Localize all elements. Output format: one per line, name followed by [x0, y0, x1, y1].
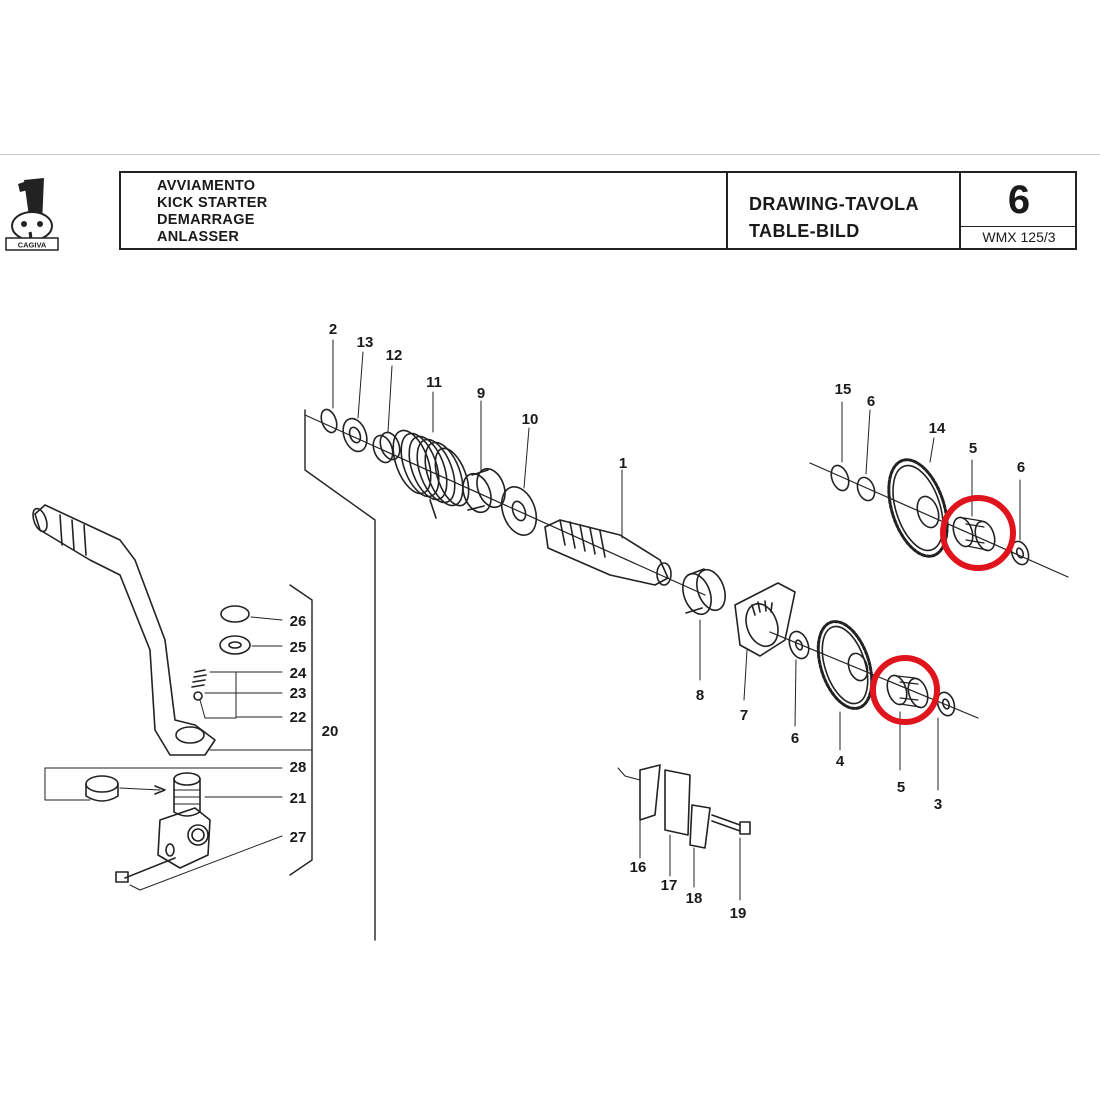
group-bracket-left	[304, 409, 376, 941]
circlip-part-15	[830, 401, 850, 492]
label-part-8: 8	[696, 687, 704, 704]
label-part-10: 10	[522, 411, 539, 428]
highlight-circle-upper	[940, 495, 1016, 571]
label-part-25: 25	[290, 639, 307, 656]
washer-part-13	[342, 351, 368, 453]
label-part-9: 9	[477, 385, 485, 402]
gear-part-4	[816, 620, 874, 751]
label-part-6-upper: 6	[867, 393, 875, 410]
label-part-26: 26	[290, 613, 307, 630]
label-part-18: 18	[686, 890, 703, 907]
washer-part-3	[936, 691, 956, 791]
gear-part-14	[887, 437, 949, 558]
screw-part-19	[711, 814, 751, 901]
elephant-logo-icon: CAGIVA	[5, 178, 59, 251]
label-part-21: 21	[290, 790, 307, 807]
group-bracket-20	[289, 584, 313, 876]
label-part-20: 20	[322, 723, 339, 740]
label-part-19: 19	[730, 905, 747, 922]
label-part-5-upper: 5	[969, 440, 977, 457]
logo-wordmark: CAGIVA	[18, 241, 47, 250]
needle-bearing-part-5-upper	[952, 459, 996, 552]
title-german: ANLASSER	[157, 229, 240, 245]
cagiva-logo: CAGIVA	[4, 176, 60, 252]
label-part-2: 2	[329, 321, 337, 338]
needle-bearing-part-5-lower	[886, 674, 929, 771]
clamp-part-27	[115, 807, 283, 891]
spring-part-11	[392, 391, 470, 519]
label-part-17: 17	[661, 877, 678, 894]
label-part-7: 7	[740, 707, 748, 724]
ring-part-8	[682, 568, 726, 681]
detent-part-22	[199, 671, 283, 719]
title-divider	[726, 173, 728, 248]
label-part-23: 23	[290, 685, 307, 702]
label-part-11: 11	[426, 374, 442, 391]
boss-part-21	[173, 772, 283, 817]
washer-part-25	[219, 635, 283, 655]
shaft-part-1	[544, 469, 672, 586]
label-part-22: 22	[290, 709, 307, 726]
kick-lever	[32, 504, 216, 756]
ratchet-part-7	[734, 582, 796, 701]
label-part-3: 3	[934, 796, 942, 813]
plate-part-16	[617, 764, 661, 859]
label-part-1: 1	[619, 455, 627, 472]
label-part-6-right: 6	[1017, 459, 1025, 476]
drawing-label-line-2: TABLE-BILD	[749, 221, 860, 241]
label-part-5-lower: 5	[897, 779, 905, 796]
label-part-14: 14	[929, 420, 946, 437]
label-part-13: 13	[357, 334, 374, 351]
exploded-parts-diagram: 2 13 12 11 9 10 1 15 6 14 5 6 8 7 6 4 5 …	[32, 321, 1069, 941]
title-italian: AVVIAMENTO	[157, 178, 256, 194]
label-part-4: 4	[836, 753, 845, 770]
label-part-16: 16	[630, 859, 647, 876]
plate-part-18	[689, 804, 711, 888]
washer-part-6-lower	[788, 630, 810, 727]
guide-part-9	[462, 400, 506, 514]
top-divider	[0, 154, 1100, 155]
circlip-part-2	[320, 339, 338, 434]
model-code: WMX 125/3	[982, 229, 1056, 245]
title-french: DEMARRAGE	[157, 212, 255, 228]
spring-part-24	[191, 669, 283, 688]
label-part-24: 24	[290, 665, 307, 682]
main-axis-line	[304, 414, 706, 596]
circlip-part-26	[220, 605, 283, 623]
bush-part-12	[372, 365, 401, 464]
bush-part-28	[44, 767, 283, 802]
label-part-27: 27	[290, 829, 307, 846]
highlight-circle-lower	[870, 655, 940, 725]
washer-part-6-upper	[856, 409, 876, 502]
drawing-label-line-1: DRAWING-TAVOLA	[749, 194, 919, 214]
title-english: KICK STARTER	[157, 195, 268, 211]
plate-part-17	[664, 769, 691, 877]
label-part-6-lower: 6	[791, 730, 799, 747]
drawing-label: DRAWING-TAVOLA TABLE-BILD	[749, 191, 919, 245]
ball-part-23	[193, 691, 283, 701]
title-block: AVVIAMENTO KICK STARTER DEMARRAGE ANLASS…	[119, 171, 1077, 250]
table-number: 6	[1007, 178, 1031, 222]
label-part-12: 12	[386, 347, 403, 364]
washer-part-10	[500, 427, 538, 536]
model-divider	[961, 226, 1077, 227]
label-part-15: 15	[835, 381, 852, 398]
label-part-28: 28	[290, 759, 307, 776]
section-title: AVVIAMENTO KICK STARTER DEMARRAGE ANLASS…	[157, 178, 267, 246]
number-divider	[959, 173, 961, 248]
washer-part-6-right	[1010, 479, 1030, 566]
